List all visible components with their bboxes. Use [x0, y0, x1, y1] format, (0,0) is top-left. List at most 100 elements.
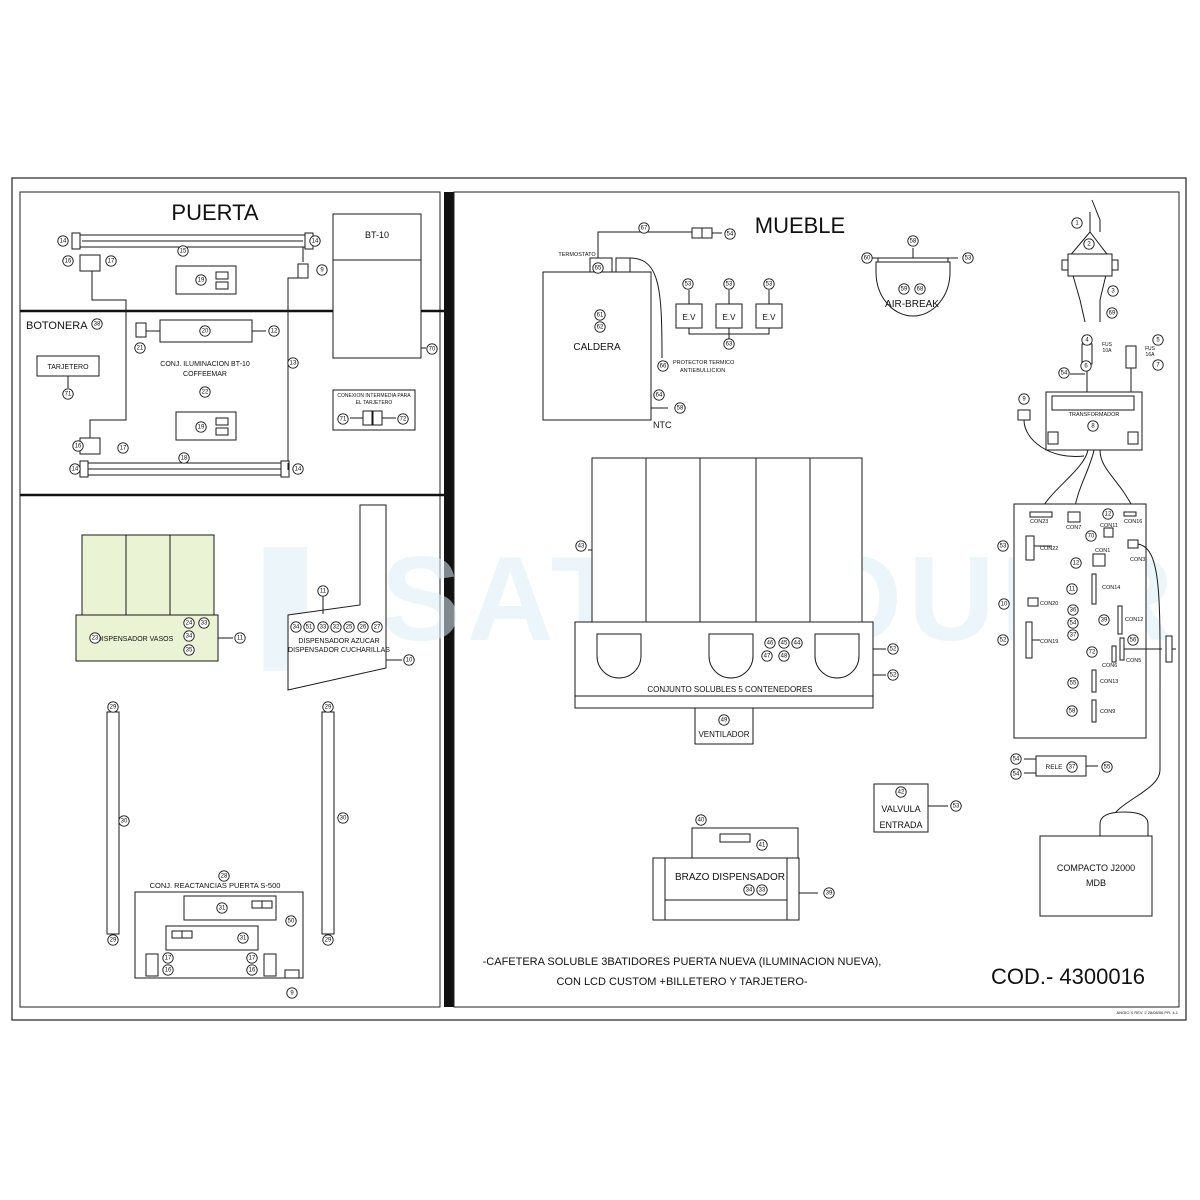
callout-number: 54 — [1013, 771, 1020, 777]
compacto-label-1: COMPACTO J2000 — [1057, 863, 1135, 873]
valvula-entrada-box — [873, 783, 929, 833]
ballast-terminal — [215, 271, 229, 280]
callout-number: 41 — [759, 842, 766, 848]
bt10-box — [332, 213, 422, 359]
callout-circle — [638, 222, 650, 234]
callout-circle — [1085, 530, 1097, 542]
callout-circle — [117, 442, 129, 454]
callout-circle — [592, 262, 604, 274]
callout-circle — [183, 630, 195, 642]
callout-number: 31 — [240, 935, 247, 941]
connector-label: CON13 — [1100, 679, 1118, 685]
callout-number: 12 — [1105, 511, 1112, 517]
vertical-tube-left — [106, 711, 120, 935]
wire — [1039, 449, 1089, 513]
callout-circle — [1098, 614, 1110, 626]
callout-circle — [997, 540, 1009, 552]
connector-left — [362, 410, 373, 426]
mixer-bowl-3 — [814, 633, 860, 679]
reactancia-terminal — [171, 930, 183, 939]
reactancia-terminal — [251, 900, 263, 909]
callout-number: 20 — [202, 328, 209, 334]
callout-number: 70 — [429, 346, 436, 352]
callout-number: 58 — [1069, 708, 1076, 714]
control-board — [1013, 503, 1147, 739]
conexion-label-1: CONEXION INTERMEDIA PARA — [337, 393, 411, 399]
section-title-botonera: BOTONERA — [26, 320, 88, 332]
callout-circle — [268, 325, 280, 337]
callout-circle — [594, 321, 606, 333]
callout-circle — [674, 402, 686, 414]
callout-circle — [162, 964, 174, 976]
callout-circle — [199, 325, 211, 337]
bt10-label: BT-10 — [365, 230, 389, 240]
ntc-label: NTC — [653, 420, 672, 430]
reactancias-label: CONJ. REACTANCIAS PUERTA S-500 — [150, 881, 281, 890]
callout-number: 72 — [400, 416, 407, 422]
wire — [629, 257, 663, 359]
callout-number: 52 — [1000, 637, 1007, 643]
callout-number: 53 — [953, 803, 960, 809]
callout-number: 17 — [108, 258, 115, 264]
filter-tab — [1061, 259, 1069, 271]
ev-label-2: E.V — [723, 313, 737, 322]
callout-circle — [105, 255, 117, 267]
transformer-tab — [1127, 431, 1139, 445]
callout-number: 25 — [346, 624, 353, 630]
callout-circle — [907, 235, 919, 247]
wire — [1099, 449, 1135, 511]
callout-number: 46 — [767, 640, 774, 646]
connector-label: CON3 — [1130, 557, 1145, 563]
callout-number: 36 — [1070, 607, 1077, 613]
callout-circle — [178, 452, 190, 464]
callout-number: 9 — [290, 990, 294, 996]
callout-circle — [1106, 307, 1118, 319]
callout-number: 3 — [1111, 288, 1115, 294]
callout-circle — [1067, 677, 1079, 689]
callout-circle — [89, 632, 101, 644]
ev-box-2 — [715, 303, 743, 329]
filter-block — [1067, 253, 1113, 277]
callout-number: 70 — [1088, 533, 1095, 539]
callout-circle — [1107, 285, 1119, 297]
callout-circle — [216, 902, 228, 914]
con13-header — [1091, 669, 1097, 693]
callout-number: 54 — [1070, 620, 1077, 626]
callout-circle — [962, 252, 974, 264]
callout-number: 52 — [890, 646, 897, 652]
callout-number: 71 — [340, 416, 347, 422]
callout-number: 37 — [1070, 632, 1077, 638]
tarjetero-label: TARJETERO — [47, 364, 89, 371]
callout-circle — [57, 235, 69, 247]
callout-circle — [898, 283, 910, 295]
ballast-terminal — [215, 417, 229, 426]
callout-number: 62 — [597, 324, 604, 330]
callout-number: 21 — [137, 345, 144, 351]
ev-label-1: E.V — [683, 313, 697, 322]
callout-number: 53 — [685, 281, 692, 287]
callout-number: 52 — [890, 672, 897, 678]
callout-number: 55 — [1104, 764, 1111, 770]
callout-number: 26 — [360, 624, 367, 630]
callout-circle — [309, 235, 321, 247]
power-wire — [1089, 231, 1111, 322]
callout-number: 14 — [312, 238, 319, 244]
protector-label-2: ANTIEBULLICION — [680, 368, 725, 374]
callout-circle — [290, 621, 302, 633]
ev-box-1 — [675, 303, 703, 329]
revision-label: ANGIO X REV. 2 28/08/06 PR- 4.1 — [1117, 1010, 1179, 1015]
callout-circle — [322, 701, 334, 713]
callout-number: 53 — [726, 281, 733, 287]
conexion-label-2: EL TARJETERO — [356, 400, 393, 406]
callout-circle — [426, 343, 438, 355]
callout-circle — [134, 342, 146, 354]
callout-number: 4 — [1085, 337, 1089, 343]
callout-number: 12 — [1073, 560, 1080, 566]
callout-circle — [285, 915, 297, 927]
callout-number: 65 — [595, 265, 602, 271]
callout-circle — [199, 386, 211, 398]
callout-number: 29 — [325, 704, 332, 710]
callout-number: 45 — [781, 640, 788, 646]
con12-header — [1117, 605, 1123, 635]
